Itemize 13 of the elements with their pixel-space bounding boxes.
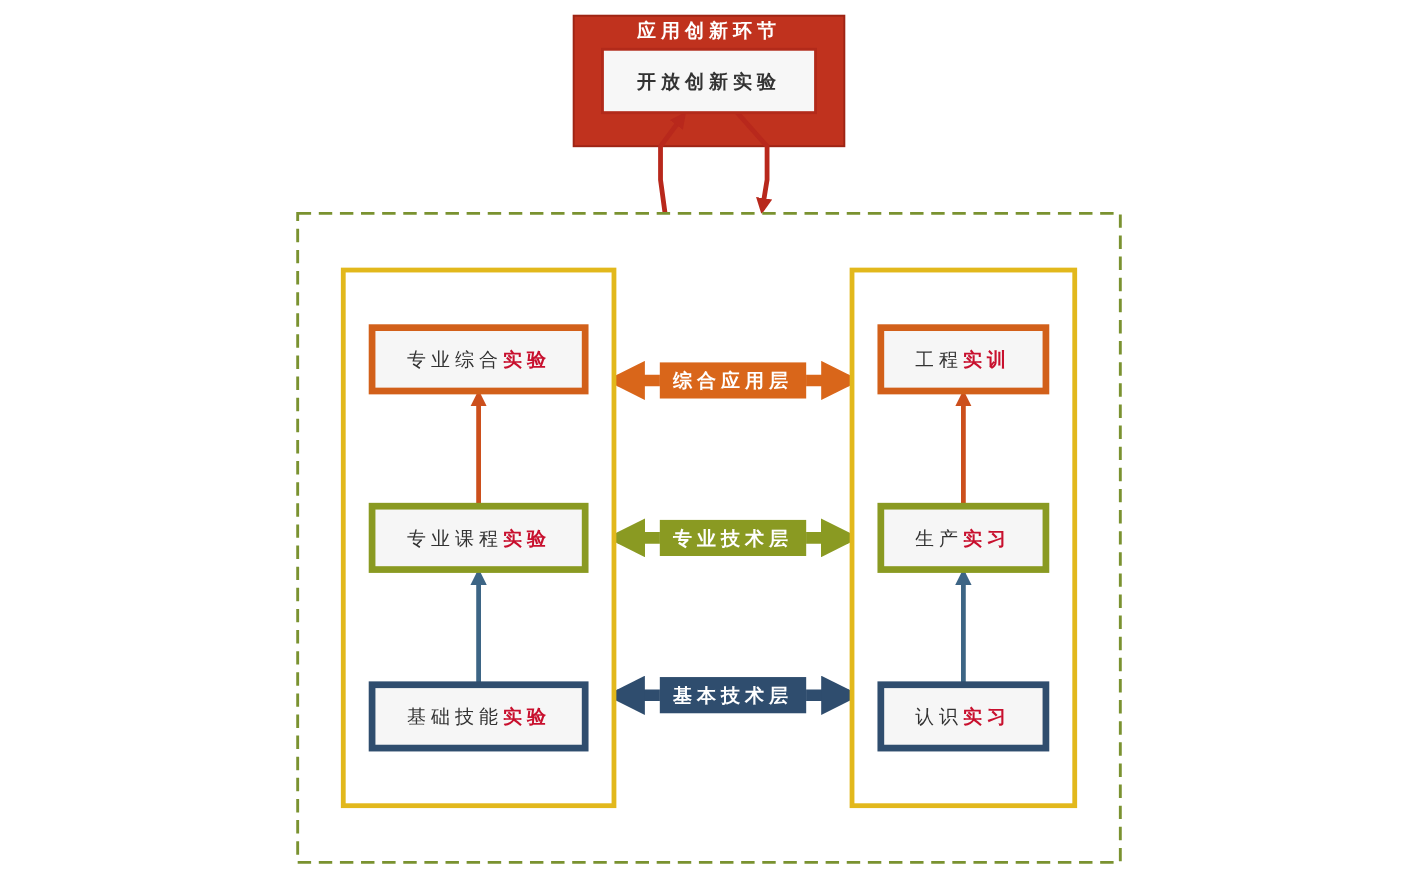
cluster — [849, 267, 1078, 809]
node-box: 基础技能实验 — [368, 681, 589, 752]
node-box: 工程实训 — [877, 324, 1050, 395]
edge-label: 综合应用层 — [673, 368, 793, 392]
edge-label: 基本技术层 — [673, 683, 793, 707]
node-box: 生产实习 — [877, 502, 1050, 573]
node-box: 专业课程实验 — [368, 502, 589, 573]
cluster — [340, 267, 617, 809]
cluster — [296, 212, 1122, 864]
node-box: 专业综合实验 — [368, 324, 589, 395]
node-box: 认识实习 — [877, 681, 1050, 752]
edge-label: 专业技术层 — [673, 526, 793, 550]
node-box: 开放创新实验 — [601, 47, 817, 115]
